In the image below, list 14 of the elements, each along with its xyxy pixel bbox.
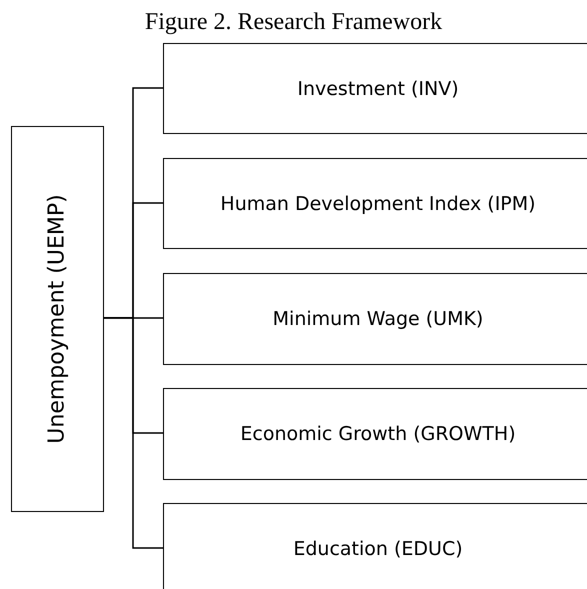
figure-title: Figure 2. Research Framework (144, 8, 444, 36)
connector-line (104, 317, 163, 549)
variable-label: Human Development Index (IPM) (220, 192, 536, 216)
variable-box (163, 388, 587, 480)
variable-box (163, 273, 587, 365)
variable-label: Minimum Wage (UMK) (272, 307, 484, 331)
variable-label: Education (EDUC) (293, 537, 463, 561)
variable-label: Investment (INV) (297, 76, 459, 100)
variable-label: Economic Growth (GROWTH) (240, 422, 516, 446)
variable-label: Unempoyment (UEMP) (46, 194, 70, 444)
variable-box (163, 503, 587, 589)
variable-box (163, 158, 587, 249)
variable-box (163, 43, 587, 134)
dependent-variable-box (11, 126, 104, 512)
